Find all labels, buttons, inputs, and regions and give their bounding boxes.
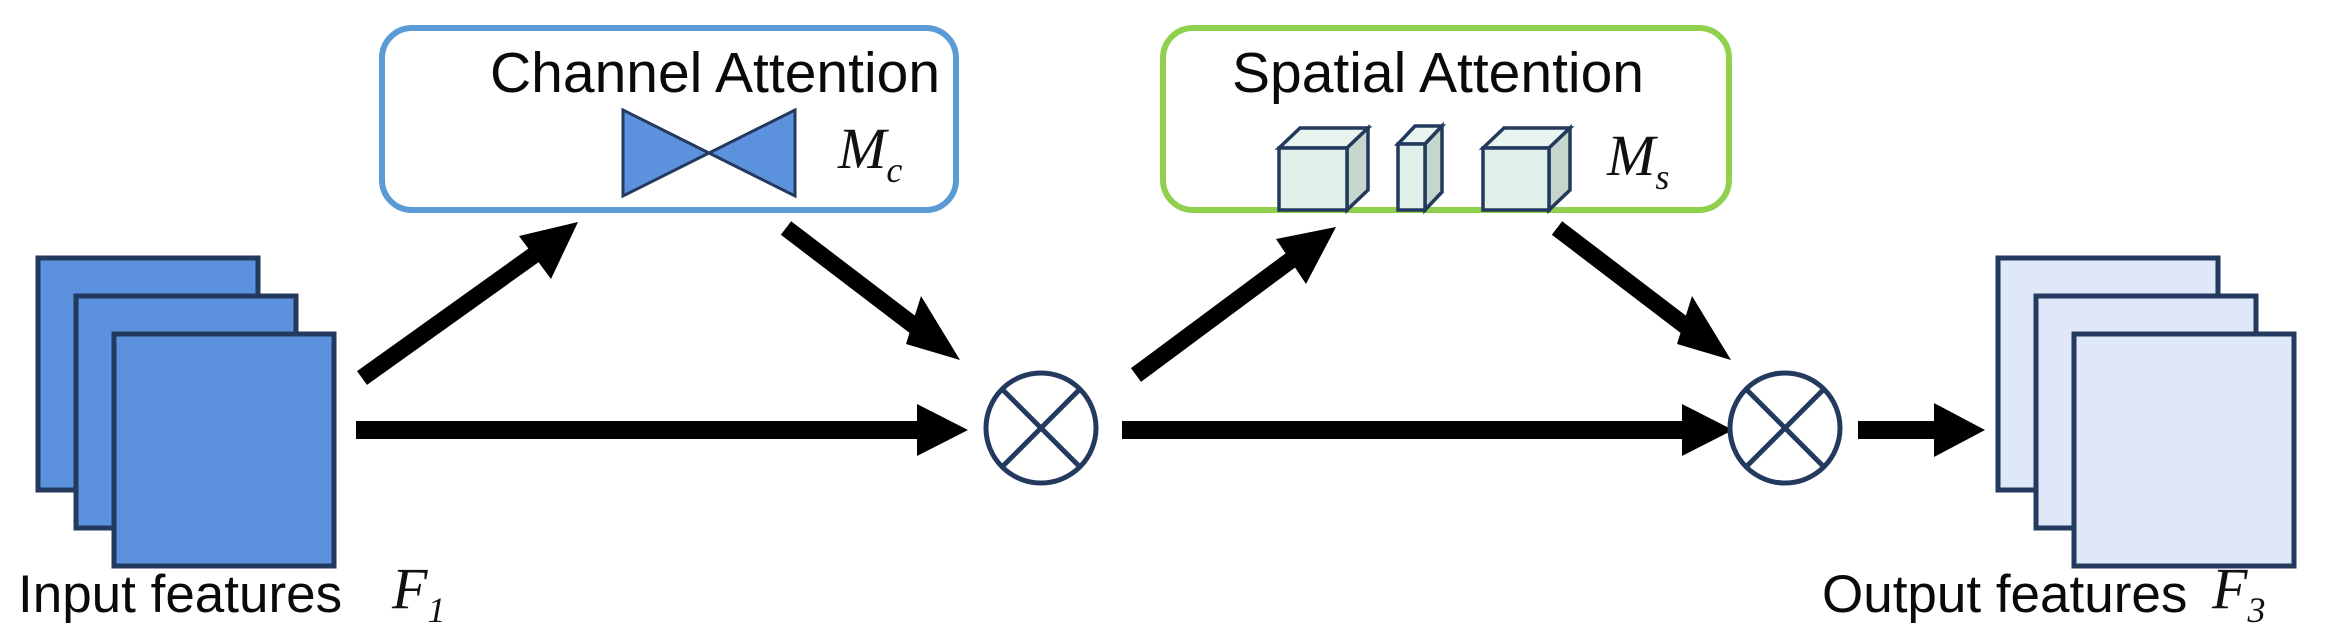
multiply-1-stroke-b xyxy=(1000,387,1082,469)
bowtie-icon xyxy=(621,107,797,199)
channel-attention-block[interactable]: Channel Attention Mc xyxy=(379,25,959,213)
arrow-spatial-to-mul2 xyxy=(1551,221,1731,360)
output-math-subscript: 3 xyxy=(2246,590,2265,630)
bowtie-right-triangle xyxy=(705,107,797,199)
spatial-attention-label: Spatial Attention xyxy=(1232,41,1644,105)
output-features-label: Output features xyxy=(1822,565,2187,624)
cube-two-icon xyxy=(1393,121,1447,215)
multiply-operator-2[interactable] xyxy=(1727,370,1843,486)
channel-attention-label: Channel Attention xyxy=(490,41,940,105)
cube-one-front xyxy=(1277,146,1349,212)
spatial-attention-block[interactable]: Spatial Attention xyxy=(1160,25,1732,215)
arrow-input-to-channel xyxy=(357,222,578,385)
cube-two-front xyxy=(1396,142,1427,212)
input-math-symbol: F xyxy=(391,556,428,621)
input-math-subscript: 1 xyxy=(427,590,445,630)
input-features-stack xyxy=(35,255,337,569)
output-features-math: F3 xyxy=(2211,556,2265,630)
arrow-mul1-to-spatial xyxy=(1130,227,1336,382)
arrow-mul1-to-mul2 xyxy=(1122,404,1733,456)
output-features-stack xyxy=(1995,255,2297,569)
input-feature-layer-front xyxy=(111,331,337,569)
cube-three-icon xyxy=(1478,123,1575,215)
cube-three-front xyxy=(1481,146,1551,212)
input-features-math: F1 xyxy=(391,556,445,630)
cube-one-icon xyxy=(1274,123,1373,215)
output-feature-layer-front xyxy=(2071,331,2297,569)
spatial-math-subscript: s xyxy=(1655,157,1669,197)
bowtie-left-triangle xyxy=(621,107,713,199)
channel-attention-math: Mc xyxy=(837,116,902,190)
input-features-label: Input features xyxy=(18,565,342,624)
channel-math-symbol: M xyxy=(837,116,889,181)
channel-math-subscript: c xyxy=(886,150,902,190)
multiply-2-stroke-b xyxy=(1744,387,1826,469)
output-math-symbol: F xyxy=(2211,556,2248,621)
channel-attention-box[interactable] xyxy=(379,25,959,213)
multiply-operator-1[interactable] xyxy=(983,370,1099,486)
arrow-channel-to-mul1 xyxy=(780,221,960,360)
arrow-input-to-mul1 xyxy=(356,404,968,456)
spatial-attention-math: Ms xyxy=(1606,123,1669,197)
cubes-icon xyxy=(1274,121,1575,215)
spatial-math-symbol: M xyxy=(1606,123,1658,188)
arrow-mul2-to-output xyxy=(1858,403,1985,457)
